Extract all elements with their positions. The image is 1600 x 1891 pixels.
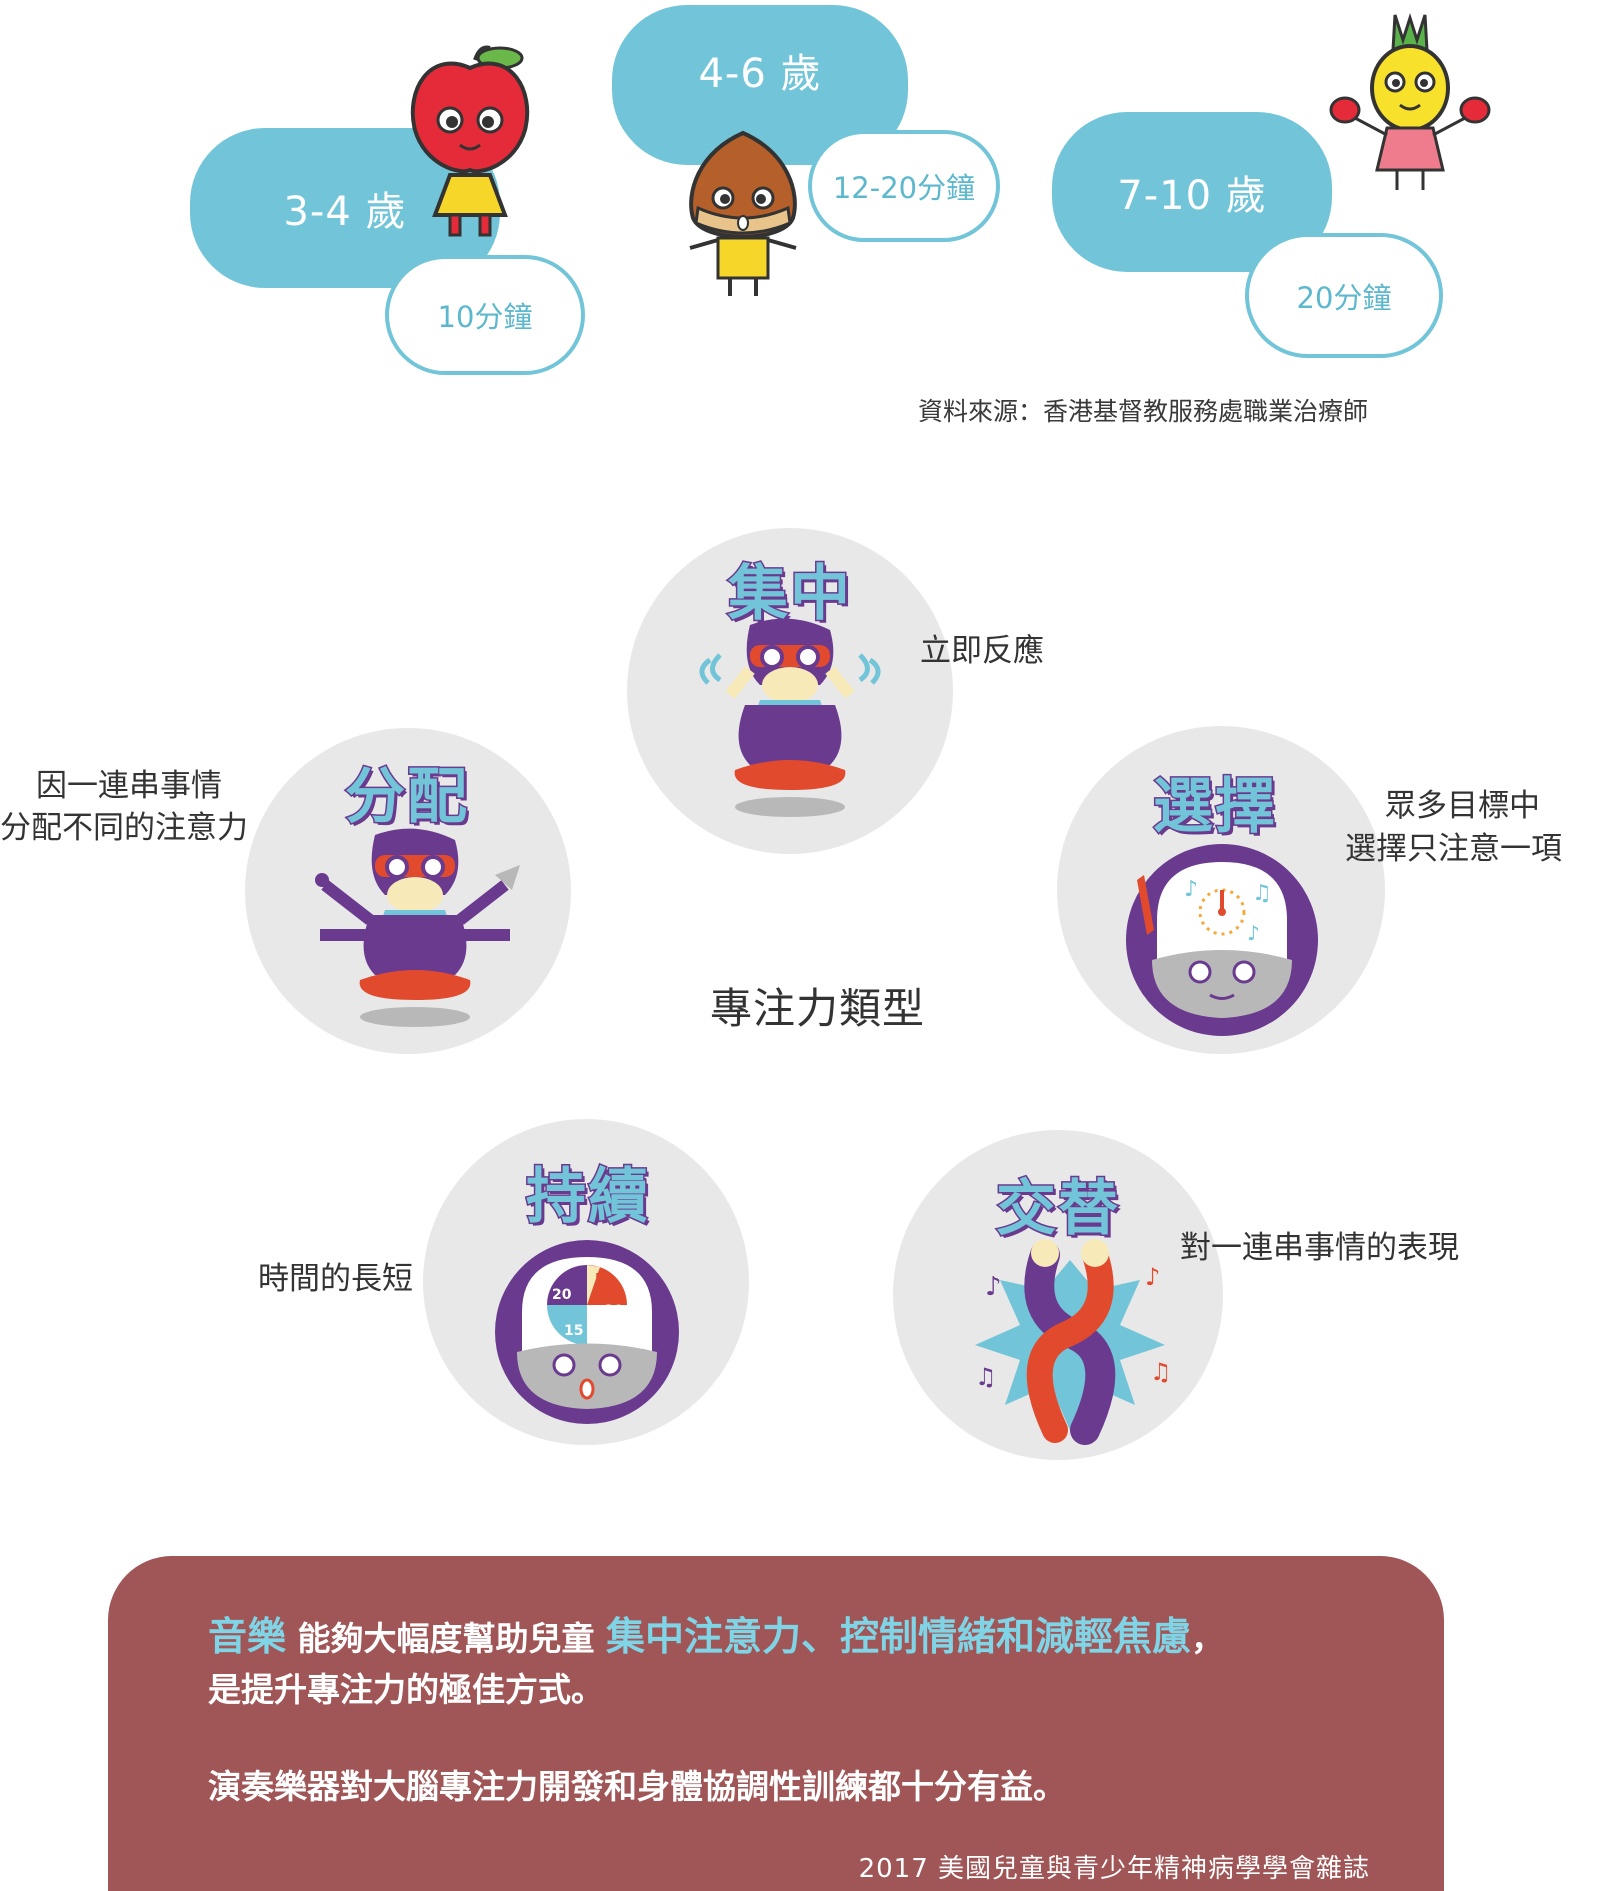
svg-text:♪: ♪	[1184, 877, 1198, 902]
type-description: 立即反應	[920, 633, 1044, 669]
highlight-music: 音樂	[208, 1615, 287, 1660]
svg-text:♪: ♪	[1145, 1263, 1160, 1291]
svg-text:♪: ♪	[1247, 921, 1260, 945]
svg-text:♫: ♫	[975, 1363, 997, 1391]
type-title: 選擇	[1152, 771, 1277, 844]
svg-text:♫: ♫	[1150, 1358, 1172, 1386]
brain-clock-illustration: 20 5 10 15	[495, 1240, 679, 1424]
twisting-arms-illustration: ♪ ♪ ♫ ♫	[975, 1239, 1172, 1445]
meditating-hero-illustration	[699, 618, 881, 817]
type-description-line1: 眾多目標中	[1385, 788, 1540, 824]
source-note: 資料來源：香港基督教服務處職業治療師	[918, 397, 1369, 426]
type-title: 分配	[344, 761, 469, 834]
type-title: 交替	[995, 1173, 1120, 1246]
svg-text:♫: ♫	[1252, 881, 1272, 906]
type-description: 對一連串事情的表現	[1180, 1230, 1459, 1266]
panel-text: ，	[1191, 1619, 1225, 1658]
clock-label-15: 15	[564, 1323, 583, 1339]
clock-label-20: 20	[552, 1287, 572, 1303]
pineapple-character-illustration	[1329, 13, 1491, 190]
info-panel	[108, 1556, 1444, 1891]
clock-label-5: 5	[595, 1271, 603, 1285]
type-description-line2: 分配不同的注意力	[0, 810, 248, 846]
brain-music-illustration: ♪ ♫ ♪	[1126, 844, 1318, 1036]
type-description-line2: 選擇只注意一項	[1345, 831, 1562, 867]
type-title: 持續	[525, 1161, 650, 1234]
duration-pill: 12-20分鐘	[808, 130, 1000, 242]
svg-text:♪: ♪	[985, 1272, 1002, 1302]
apple-character-illustration	[410, 45, 530, 237]
clock-label-10: 10	[604, 1303, 624, 1319]
chestnut-character-illustration	[689, 130, 797, 296]
highlight-benefits: 集中注意力、控制情緒和減輕焦慮	[606, 1615, 1192, 1660]
multi-arm-hero-illustration	[315, 828, 520, 1027]
type-description-line1: 因一連串事情	[36, 768, 222, 804]
panel-line-3: 演奏樂器對大腦專注力開發和身體協調性訓練都十分有益。	[208, 1767, 1066, 1806]
panel-credit: 2017 美國兒童與青少年精神病學學會雜誌	[858, 1854, 1370, 1884]
type-title: 集中	[727, 558, 852, 631]
type-description: 時間的長短	[258, 1261, 413, 1297]
diagram-center-title: 專注力類型	[710, 984, 926, 1033]
duration-pill: 20分鐘	[1245, 233, 1443, 358]
panel-line-1: 音樂 能夠大幅度幫助兒童 集中注意力、控制情緒和減輕焦慮，	[208, 1606, 1224, 1662]
panel-line-2: 是提升專注力的極佳方式。	[208, 1670, 604, 1709]
panel-text: 能夠大幅度幫助兒童	[286, 1619, 606, 1658]
duration-pill: 10分鐘	[385, 255, 585, 375]
